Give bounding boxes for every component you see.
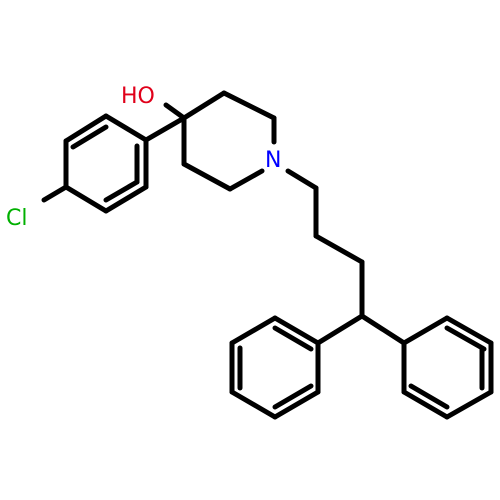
chlorine-bond (41, 184, 69, 203)
bond (313, 233, 365, 265)
bond (103, 113, 149, 143)
right-phenyl-ring (401, 315, 494, 420)
bond (272, 383, 314, 410)
chlorine-label: Cl (6, 206, 27, 231)
bond (227, 168, 265, 192)
chlorophenyl-ring (63, 113, 187, 214)
left-phenyl-ring (229, 315, 321, 420)
bond (444, 315, 494, 346)
nitrogen-label: N (265, 148, 281, 173)
butyl-chain (285, 168, 365, 319)
bond (63, 184, 109, 214)
hydroxyl-label: HO (121, 84, 155, 109)
bond (272, 315, 321, 346)
bond (315, 313, 365, 346)
bond (272, 325, 314, 352)
bond (229, 315, 278, 346)
bond (408, 383, 450, 410)
piperidine-ring (181, 90, 277, 192)
bond (103, 184, 149, 214)
bond (444, 325, 487, 352)
bond (359, 313, 407, 346)
bond (181, 161, 233, 192)
bond (221, 90, 277, 121)
bond (143, 115, 187, 143)
bond (103, 179, 140, 203)
bond (70, 124, 109, 150)
bond (401, 389, 450, 420)
bond (285, 168, 319, 191)
bond (63, 113, 109, 144)
hydroxyl-bond (163, 102, 187, 121)
bond (181, 90, 227, 121)
bond (272, 389, 321, 420)
bond (444, 389, 494, 420)
bond (401, 315, 450, 346)
bond (229, 389, 278, 420)
